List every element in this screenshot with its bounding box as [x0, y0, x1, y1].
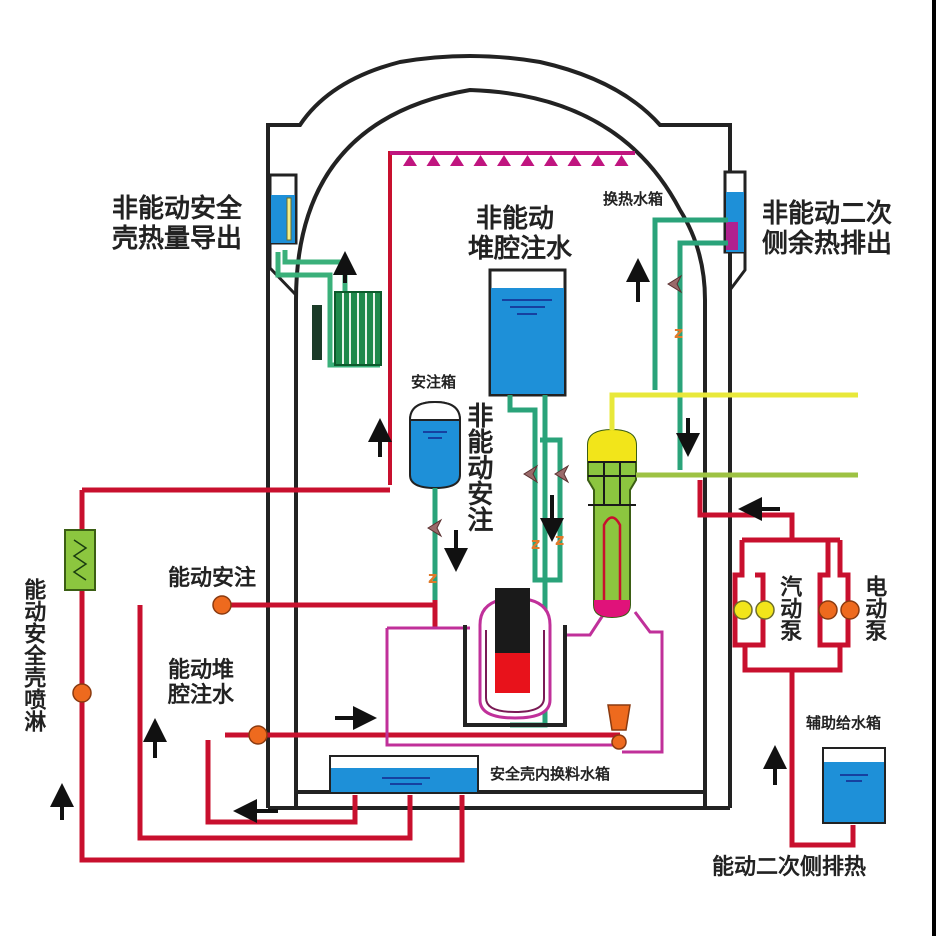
spray-nozzle-icon [567, 155, 582, 166]
label-line: 非能动安全 [112, 194, 243, 224]
irwst-tank [329, 755, 479, 793]
image-border [932, 0, 936, 936]
label-heat-exchange-tank: 换热水箱 [603, 190, 664, 208]
label-active-secondary-heat-removal: 能动二次侧排热 [712, 855, 867, 880]
label-active-cavity-flooding: 能动堆 腔注水 [168, 658, 234, 709]
check-valve-icon [427, 518, 443, 538]
passive-cavity-flooding-tank [488, 268, 567, 397]
label-line: 堆腔注水 [468, 233, 573, 264]
spray-heat-exchanger [64, 529, 96, 591]
containment-outer-wall [266, 54, 732, 808]
orifice-z-icon: z [531, 534, 540, 553]
accumulator-tank [408, 400, 462, 490]
containment-inner-wall [294, 87, 707, 808]
spray-nozzle-icon [591, 155, 605, 166]
spray-nozzle-icon [426, 155, 441, 166]
passive-secondary-piping [652, 217, 728, 470]
spray-nozzle-icon [403, 155, 417, 166]
steam-generator [587, 428, 637, 619]
flow-arrows [50, 251, 787, 823]
label-aux-feedwater-tank: 辅助给水箱 [806, 714, 882, 732]
spray-nozzle-icon [520, 155, 535, 166]
orifice-z-icon: z [555, 530, 564, 549]
orifice-z-icon: z [674, 323, 683, 342]
label-passive-secondary-heat-removal: 非能动二次 侧余热排出 [762, 199, 893, 260]
pump-icon [212, 595, 232, 615]
orifice-z-icon: z [428, 568, 437, 587]
aux-feedwater-tank [822, 747, 886, 824]
label-line: 能动堆 [168, 658, 235, 683]
label-active-safety-injection: 能动安注 [168, 566, 257, 591]
reactor-vessel [463, 588, 567, 727]
label-motor-pump: 电动泵 [861, 575, 887, 641]
steam-line [609, 392, 858, 430]
passive-containment-cooling-tank [268, 173, 298, 297]
label-line: 侧余热排出 [762, 228, 893, 259]
active-pumps [72, 595, 631, 750]
spray-nozzle-icon [614, 155, 629, 166]
passive-containment-heat-exchanger [312, 291, 382, 366]
turbine-pumps [733, 600, 775, 620]
label-passive-cavity-flooding: 非能动 堆腔注水 [468, 204, 573, 265]
check-valves [427, 274, 683, 538]
primary-loop [385, 611, 664, 754]
label-passive-safety-injection: 非能动安注 [462, 402, 493, 532]
passive-secondary-hx-tank [723, 170, 747, 291]
label-turbine-pump: 汽动泵 [776, 575, 802, 641]
pump-icon [248, 725, 268, 745]
label-line: 非能动 [476, 204, 555, 234]
label-accumulator: 安注箱 [411, 373, 457, 391]
pump-icon [611, 734, 627, 750]
spray-nozzle-icon [473, 155, 488, 166]
pump-icon [607, 704, 631, 731]
label-line: 腔注水 [168, 683, 235, 709]
spray-nozzle-icon [497, 155, 511, 166]
spray-header [388, 151, 635, 485]
label-irwst: 安全壳内换料水箱 [490, 765, 611, 783]
label-line: 非能动二次 [762, 199, 893, 229]
spray-nozzle-icon [450, 155, 464, 166]
check-valve-icon [523, 464, 539, 484]
spray-nozzle-icon [544, 155, 558, 166]
label-active-containment-spray: 能动安全壳喷淋 [20, 578, 46, 732]
pump-icon [72, 683, 92, 703]
motor-pumps [818, 600, 860, 620]
check-valve-icon [554, 464, 570, 484]
check-valve-icon [667, 274, 683, 294]
label-line: 壳热量导出 [112, 223, 243, 254]
label-passive-containment-heat-removal: 非能动安全 壳热量导出 [112, 194, 243, 255]
active-loops [79, 487, 620, 863]
